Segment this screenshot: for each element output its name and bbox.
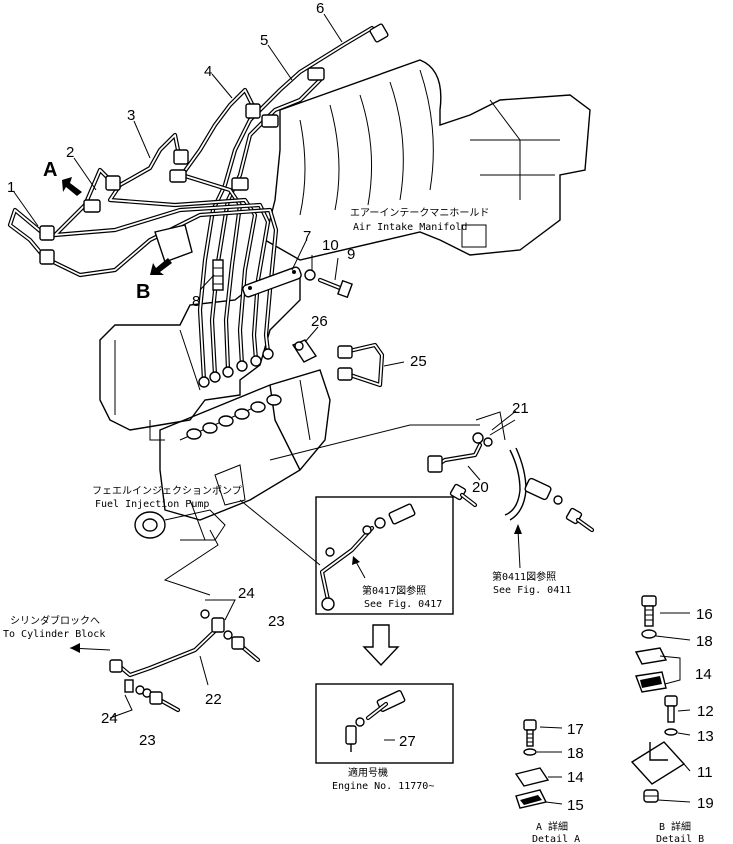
callout-5: 5 [260, 32, 268, 49]
callout-18-detail-a: 18 [567, 745, 584, 762]
down-arrow-icon [362, 624, 400, 667]
marker-arrows [62, 177, 172, 275]
callout-leaders [13, 13, 517, 686]
engine-number-jp: 適用号機 [348, 766, 388, 779]
callout-7: 7 [303, 228, 311, 245]
see-fig-0411-en: See Fig. 0411 [493, 585, 571, 596]
callout-14-detail-b: 14 [695, 666, 712, 683]
see-fig-0417-jp: 第0417図参照 [362, 584, 426, 597]
marker-a: A [43, 159, 57, 181]
callout-18-detail-b: 18 [696, 633, 713, 650]
fuel-pump-label-jp: フェエルインジェクションポンプ [92, 485, 242, 497]
callout-brackets [489, 419, 681, 685]
intake-manifold-label-jp: エアーインテークマニホールド [350, 207, 489, 219]
fuel-injection-pump-drawing [134, 369, 331, 541]
callout-19: 19 [697, 795, 714, 812]
callout-22: 22 [205, 691, 222, 708]
callout-27: 27 [399, 733, 416, 750]
bolt-9-washer-10 [304, 269, 353, 299]
callout-3: 3 [127, 107, 135, 124]
pipe-assembly-20-21 [427, 411, 595, 533]
detail-b-label-en: Detail B [656, 834, 704, 844]
callout-24-lower: 24 [101, 710, 118, 727]
callout-2: 2 [66, 144, 74, 161]
pipe-22-assembly [69, 599, 261, 719]
detail-a-drawing [514, 719, 550, 809]
callout-24-upper: 24 [238, 585, 255, 602]
callout-23-upper: 23 [268, 613, 285, 630]
callout-23-lower: 23 [139, 732, 156, 749]
detail-a-label-en: Detail A [532, 834, 580, 844]
callout-15: 15 [567, 797, 584, 814]
marker-b: B [136, 281, 150, 303]
pipe-25-fitting-26 [291, 339, 385, 388]
callout-12: 12 [697, 703, 714, 720]
callout-8: 8 [192, 293, 200, 310]
callout-21: 21 [512, 400, 529, 417]
cylinder-block-label-en: To Cylinder Block [3, 629, 105, 640]
callout-11: 11 [697, 764, 713, 781]
detail-leaders [384, 612, 691, 805]
callout-1: 1 [7, 179, 15, 196]
detail-b-label-jp: B 詳細 [659, 820, 691, 833]
callout-13: 13 [697, 728, 714, 745]
callout-10: 10 [322, 237, 339, 254]
leader-arrows [352, 524, 522, 579]
see-fig-0417-en: See Fig. 0417 [364, 599, 442, 610]
intake-manifold-drawing [264, 59, 591, 261]
see-fig-0411-jp: 第0411図参照 [492, 570, 556, 583]
callout-16: 16 [696, 606, 713, 623]
detail-a-label-jp: A 詳細 [536, 820, 568, 833]
engine-number-en: Engine No. 11770~ [332, 781, 434, 792]
callout-17: 17 [567, 721, 584, 738]
fig-0417-box [315, 496, 454, 615]
cylinder-block-label-jp: シリンダブロックへ [10, 614, 100, 627]
callout-26: 26 [311, 313, 328, 330]
callout-9: 9 [347, 246, 355, 263]
detail-b-drawing [630, 595, 686, 803]
callout-6: 6 [316, 0, 324, 17]
connector-lines [163, 424, 480, 596]
callout-numbers: 1 2 3 4 5 6 7 8 9 10 11 12 13 14 14 15 1… [7, 0, 714, 814]
engine-number-box [315, 683, 454, 764]
callout-25: 25 [410, 353, 427, 370]
intake-manifold-label-en: Air Intake Manifold [353, 222, 467, 233]
fuel-pump-label-en: Fuel Injection Pump [95, 499, 209, 510]
callout-14-detail-a: 14 [567, 769, 584, 786]
text-labels: エアーインテークマニホールド Air Intake Manifold フェエルイ… [3, 207, 704, 844]
callout-4: 4 [204, 63, 212, 80]
injection-pipes [7, 23, 389, 388]
callout-20: 20 [472, 479, 489, 496]
